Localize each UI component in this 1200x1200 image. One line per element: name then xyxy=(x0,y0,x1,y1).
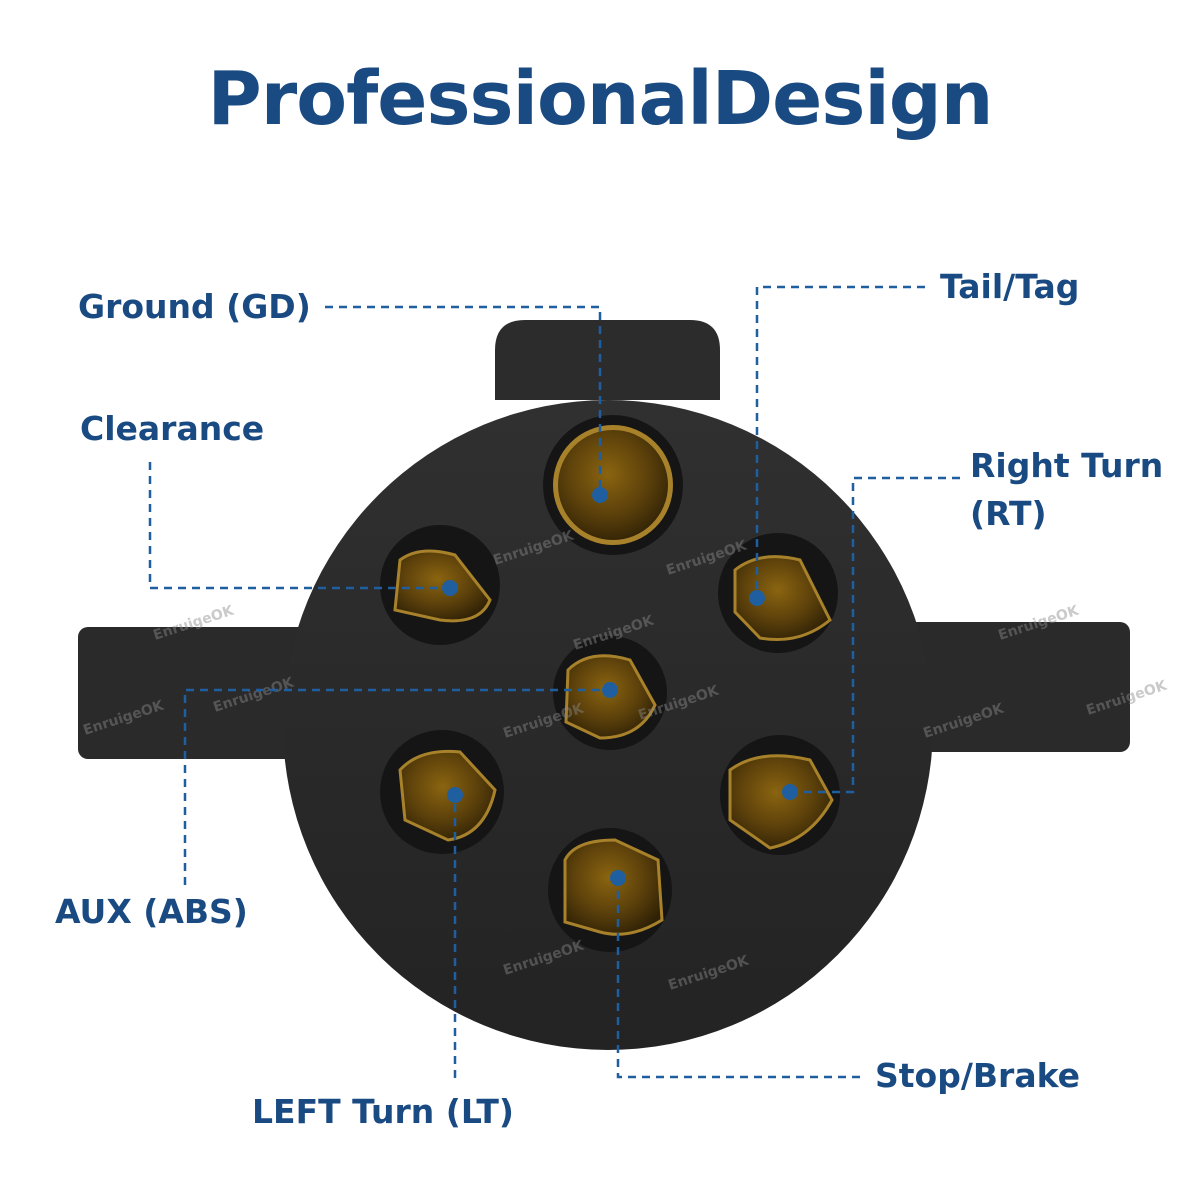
label-left-turn: LEFT Turn (LT) xyxy=(252,1092,514,1131)
top-key-tab xyxy=(495,320,720,400)
socket-left-turn xyxy=(380,730,504,854)
leader-ground xyxy=(325,305,602,492)
dot-tail-tag xyxy=(749,590,765,606)
label-ground: Ground (GD) xyxy=(78,287,311,326)
leader-right-turn xyxy=(790,476,960,794)
dot-center xyxy=(602,682,618,698)
socket-ground xyxy=(543,415,683,555)
dot-ground xyxy=(592,487,608,503)
socket-stop-brake xyxy=(548,828,672,952)
label-right-turn-line1: Right Turn xyxy=(970,446,1164,485)
label-tail-tag: Tail/Tag xyxy=(940,267,1080,306)
label-right-turn: Right Turn (RT) xyxy=(970,442,1163,538)
dot-right-turn xyxy=(782,784,798,800)
socket-right-turn xyxy=(720,735,840,855)
leader-stop-brake xyxy=(616,878,860,1079)
page-title: ProfessionalDesign xyxy=(207,56,994,142)
label-clearance: Clearance xyxy=(80,409,265,448)
label-stop-brake: Stop/Brake xyxy=(875,1056,1081,1095)
dot-left-turn xyxy=(447,787,463,803)
leader-clearance xyxy=(148,462,450,590)
socket-tail-tag xyxy=(718,533,838,653)
right-flange xyxy=(880,622,1130,752)
leader-lines xyxy=(148,285,960,1079)
socket-clearance xyxy=(380,525,500,645)
label-aux: AUX (ABS) xyxy=(55,892,248,931)
pin-markers xyxy=(442,487,798,886)
dot-stop-brake xyxy=(610,870,626,886)
leader-tail-tag xyxy=(755,285,925,597)
leader-aux xyxy=(183,688,610,885)
label-right-turn-line2: (RT) xyxy=(970,493,1047,533)
left-flange xyxy=(78,627,318,759)
dot-clearance xyxy=(442,580,458,596)
